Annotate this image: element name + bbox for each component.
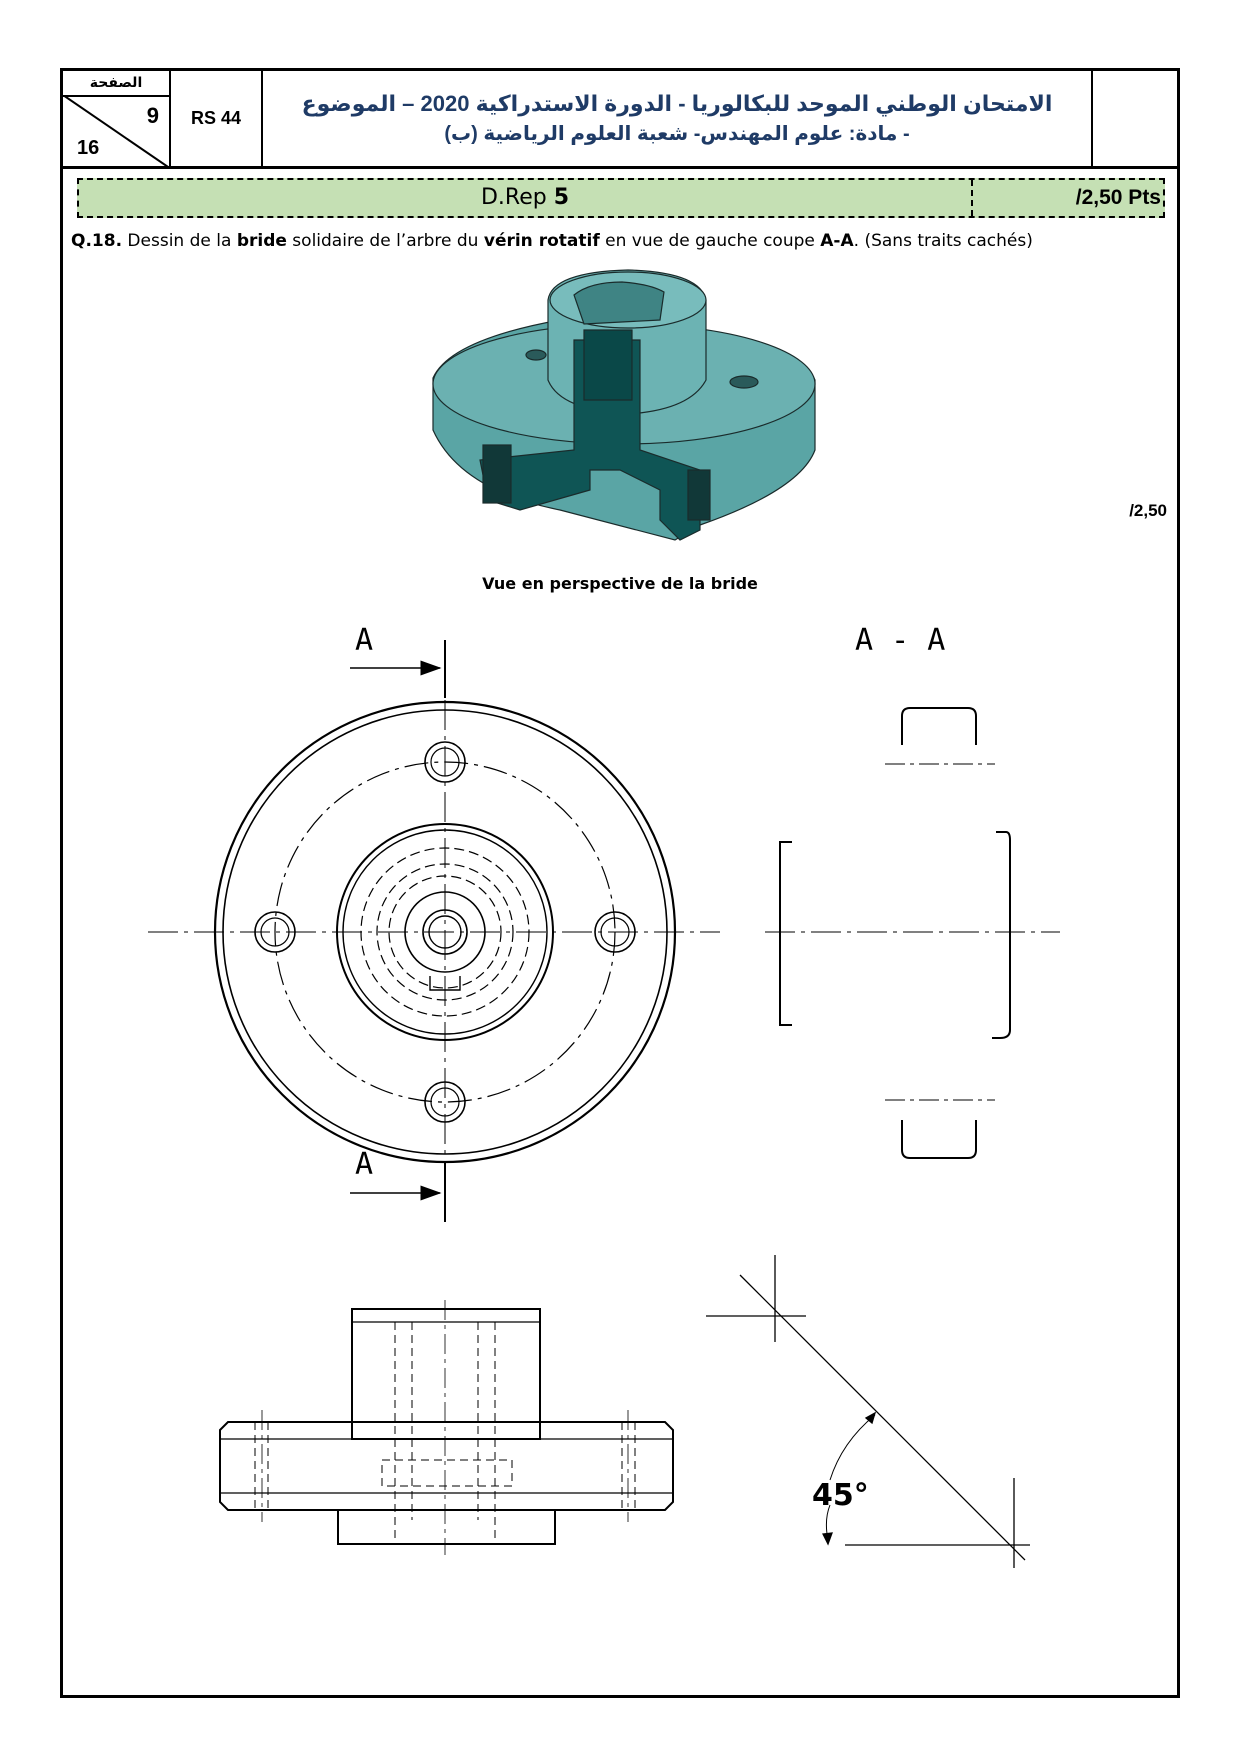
exam-title: الامتحان الوطني الموحد للبكالوريا - الدو… bbox=[263, 71, 1093, 166]
section-marks bbox=[350, 640, 446, 1222]
side-score: /2,50 bbox=[1129, 501, 1167, 520]
section-title-number: 5 bbox=[553, 185, 570, 210]
q-text-2: solidaire de l’arbre du bbox=[286, 231, 484, 251]
exam-header: الصفحة 9 16 RS 44 الامتحان الوطني الموحد… bbox=[63, 71, 1177, 169]
perspective-caption: Vue en perspective de la bride bbox=[482, 574, 758, 593]
section-points: /2,50 Pts bbox=[1075, 186, 1161, 209]
q-bold-2: vérin rotatif bbox=[483, 231, 600, 251]
q-text-3: en vue de gauche coupe bbox=[599, 231, 821, 251]
page-total: 16 bbox=[77, 137, 100, 159]
section-label-top: A bbox=[355, 623, 373, 658]
q-bold-1: bride bbox=[236, 231, 287, 251]
section-label-bottom: A bbox=[355, 1147, 373, 1182]
page-frame: الصفحة 9 16 RS 44 الامتحان الوطني الموحد… bbox=[60, 68, 1180, 1698]
question-text: Q.18. Dessin de la bride solidaire de l’… bbox=[71, 231, 1033, 251]
angle-label: 45° bbox=[812, 1478, 869, 1513]
exam-title-line2: - مادة: علوم المهندس- شعبة العلوم الرياض… bbox=[444, 123, 910, 145]
q-bold-3: A-A bbox=[820, 231, 854, 251]
q-text-1: Dessin de la bbox=[122, 231, 237, 251]
perspective-view bbox=[432, 269, 816, 541]
miter-line bbox=[706, 1255, 1030, 1568]
section-title: D.Rep 5 bbox=[79, 180, 971, 216]
page-label: الصفحة bbox=[63, 71, 169, 97]
q-text-4: . (Sans traits cachés) bbox=[853, 231, 1033, 251]
section-banner: D.Rep 5 /2,50 Pts bbox=[77, 178, 1165, 218]
page-diagonal bbox=[63, 95, 171, 169]
section-separator bbox=[971, 180, 973, 216]
top-view bbox=[219, 1300, 674, 1555]
exam-code: RS 44 bbox=[171, 71, 263, 166]
section-view-title: A - A bbox=[855, 623, 945, 658]
section-title-prefix: D.Rep bbox=[480, 185, 554, 210]
exam-title-line1: الامتحان الوطني الموحد للبكالوريا - الدو… bbox=[301, 91, 1053, 116]
section-view-aa bbox=[765, 707, 1060, 1159]
page-number-box: الصفحة 9 16 bbox=[63, 71, 171, 169]
page-number: 9 bbox=[146, 103, 159, 128]
front-view bbox=[148, 700, 720, 1164]
question-number: Q.18. bbox=[71, 231, 123, 251]
